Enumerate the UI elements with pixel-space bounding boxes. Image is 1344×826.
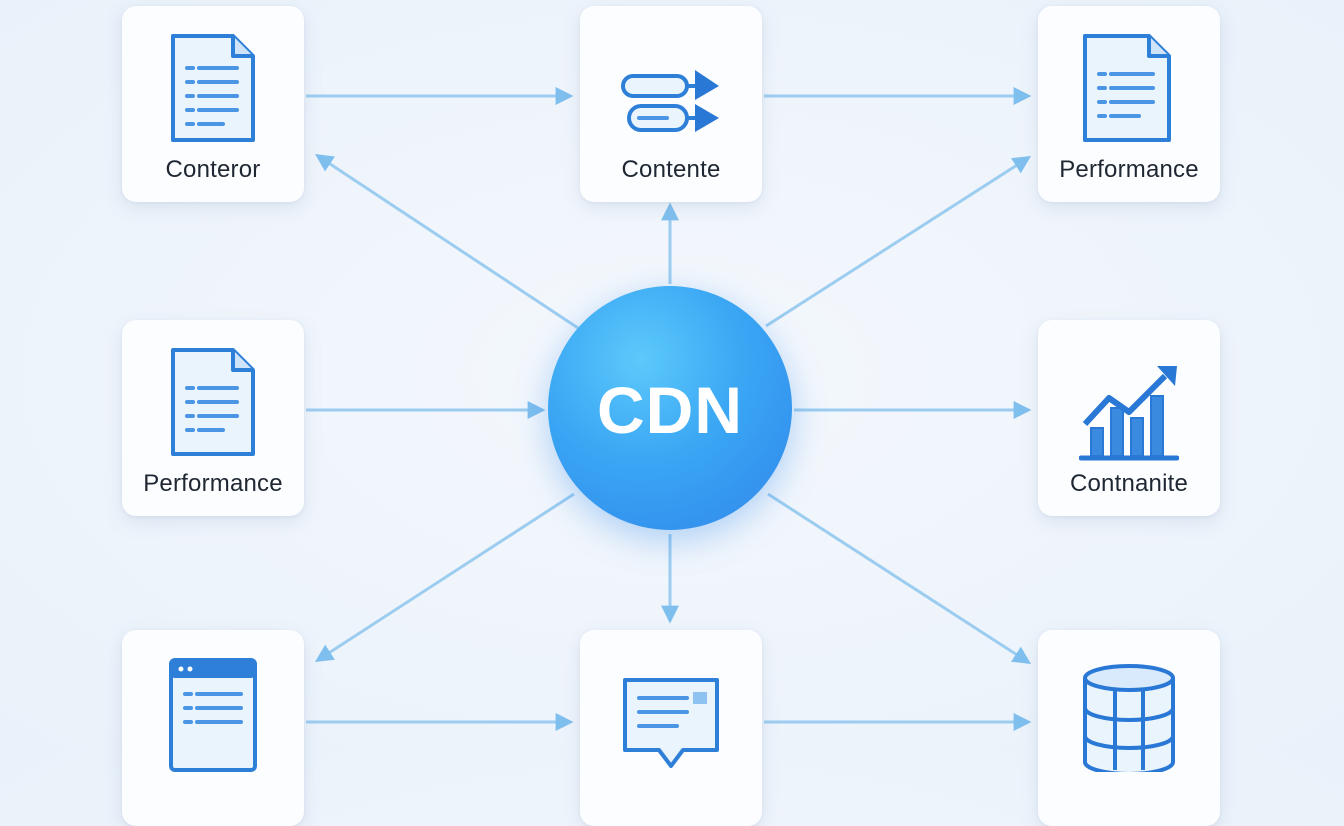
node-label: Conteror <box>165 156 261 183</box>
arrow-hub-to-topleft <box>314 154 579 330</box>
node-label: Contnanite <box>1069 470 1189 497</box>
node-card-top-right[interactable]: Performance <box>1038 6 1220 202</box>
node-card-mid-left[interactable]: Performance <box>122 320 304 516</box>
node-card-bottom-center[interactable] <box>580 630 762 826</box>
node-card-top-left[interactable]: Conteror <box>122 6 304 202</box>
message-icon <box>623 678 719 768</box>
node-card-bottom-right[interactable] <box>1038 630 1220 826</box>
node-card-bottom-left[interactable] <box>122 630 304 826</box>
arrow-hub-to-topright <box>765 156 1032 328</box>
document-icon <box>1083 34 1171 142</box>
node-card-top-center[interactable]: Contente <box>580 6 762 202</box>
content-routing-icon <box>621 70 719 132</box>
arrow-hub-to-bottomright <box>767 492 1032 664</box>
node-label: Contente <box>621 156 721 183</box>
node-card-mid-right[interactable]: Contnanite <box>1038 320 1220 516</box>
document-icon <box>171 348 255 456</box>
arrow-hub-to-bottomleft <box>314 492 575 662</box>
hub-label: CDN <box>597 373 743 447</box>
document-icon <box>171 34 255 142</box>
cdn-hub[interactable]: CDN <box>548 286 792 530</box>
connector-lines <box>306 87 1032 731</box>
bar-chart-icon <box>1079 366 1179 461</box>
node-label: Performance <box>143 470 283 497</box>
browser-window-icon <box>169 658 257 772</box>
database-icon <box>1083 664 1175 772</box>
node-label: Performance <box>1059 156 1199 183</box>
